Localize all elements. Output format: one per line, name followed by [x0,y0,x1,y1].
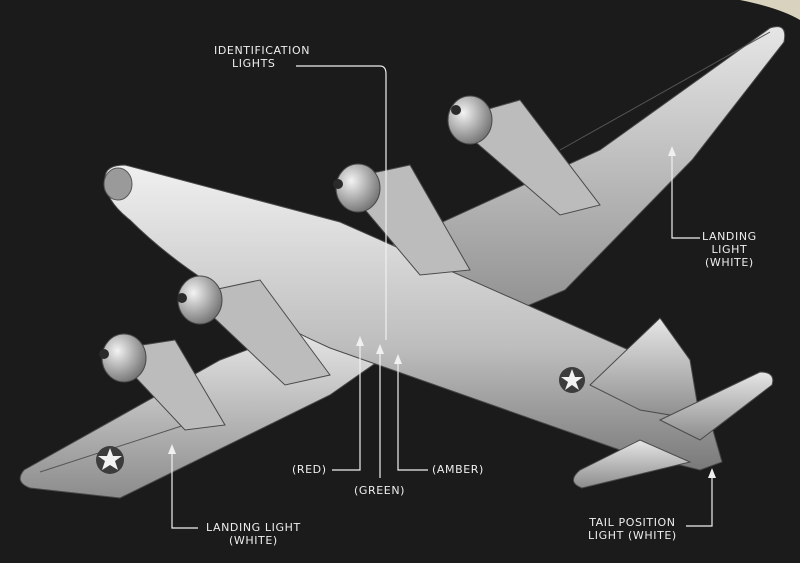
vertical-tail [589,317,701,421]
label-identification-line-2: LIGHTS [232,57,276,70]
left-stabilizer [573,439,692,489]
leader-identification [296,65,387,340]
engine-right-inboard [333,163,471,276]
engine-right-outboard [447,95,601,216]
label-landing-light-right: LANDING LIGHT (WHITE) [702,230,757,269]
label-red-text: (RED) [292,463,327,476]
leader-amber [397,360,428,471]
right-stabilizer [658,371,774,441]
label-identification-line-1: IDENTIFICATION [214,44,311,57]
label-amber-text: (AMBER) [432,463,484,476]
label-identification-lights: IDENTIFICATION LIGHTS [214,44,310,70]
nose-glazing [103,167,133,201]
leader-tail [686,472,713,527]
insignia-left-wing [96,446,124,474]
engine-left-inboard [177,275,331,386]
insignia-fuselage [559,367,585,393]
label-tail-position-light: TAIL POSITION LIGHT (WHITE) [588,516,677,542]
leader-lines [171,65,713,529]
left-flap-line [39,419,201,473]
leader-red [332,342,361,471]
leader-landing-right [671,150,700,239]
label-tail-line-2: LIGHT (WHITE) [588,529,677,542]
right-flap-line [559,31,771,151]
leader-arrowheads [168,146,716,478]
label-landing-left-line-1: LANDING LIGHT [206,521,301,534]
label-green-text: (GREEN) [354,484,406,497]
paper-corner [740,0,800,20]
engine-left-outboard [99,333,226,431]
label-green: (GREEN) [354,484,405,497]
label-landing-light-left: LANDING LIGHT (WHITE) [206,521,301,547]
label-landing-right-line-2: LIGHT [711,243,748,256]
label-landing-right-line-3: (WHITE) [704,256,754,269]
label-red: (RED) [292,463,327,476]
label-landing-right-line-1: LANDING [702,230,757,243]
label-landing-left-line-2: (WHITE) [228,534,278,547]
leader-landing-left [171,448,198,529]
label-tail-line-1: TAIL POSITION [589,516,676,529]
label-amber: (AMBER) [432,463,484,476]
